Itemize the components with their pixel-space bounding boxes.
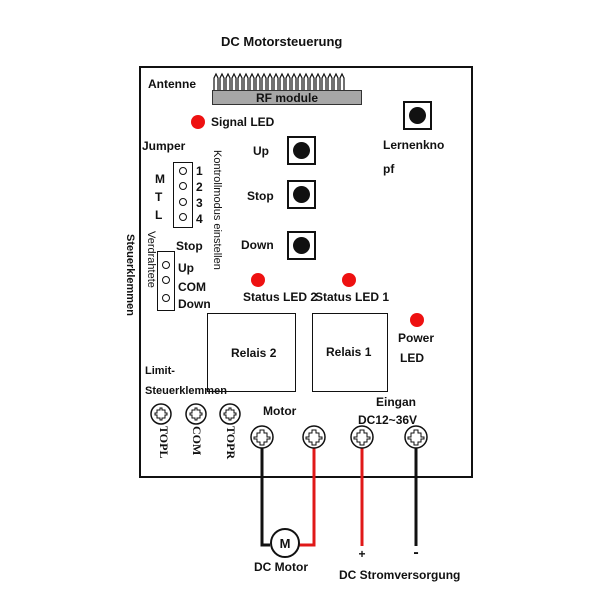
limit-terminal-com-label: COM	[190, 426, 204, 456]
rf-module: RF module	[212, 90, 362, 105]
motor-terminal-label: Motor	[263, 404, 297, 418]
jumper-letter-m: M	[155, 172, 165, 186]
jumper-label: Jumper	[142, 139, 186, 153]
power-terminal-minus-screw[interactable]	[404, 425, 428, 449]
wired-terminal-pin-up[interactable]	[162, 261, 170, 269]
wired-terminal-up-label: Up	[178, 261, 194, 275]
jumper-letter-t: T	[155, 190, 163, 204]
limit-terminal-topr-label: TOPR	[224, 426, 238, 460]
dc-motor-label: DC Motor	[254, 560, 308, 574]
input-label-line1: Eingan	[376, 395, 417, 409]
status-led-1-label: Status LED 1	[315, 290, 390, 304]
input-label-line2: DC12~36V	[358, 413, 418, 427]
jumper-header	[173, 162, 193, 228]
motor-wire-red	[299, 446, 316, 547]
limit-label-line1: Limit-	[145, 365, 175, 377]
power-led-label-line2: LED	[400, 351, 424, 365]
down-button-label: Down	[241, 238, 274, 252]
relay-2-label: Relais 2	[231, 346, 277, 360]
power-led-label-line1: Power	[398, 331, 435, 345]
jumper-pin-3[interactable]	[179, 198, 187, 206]
wired-terminal-stop-label: Stop	[176, 239, 203, 253]
control-mode-label: Kontrollmodus einstellen	[211, 150, 223, 270]
signal-led	[191, 115, 205, 129]
relay-2	[207, 313, 296, 392]
status-led-1	[342, 273, 356, 287]
jumper-letter-l: L	[155, 208, 163, 222]
limit-label-line2: Steuerklemmen	[145, 385, 227, 397]
motor-terminal-1-screw[interactable]	[250, 425, 274, 449]
limit-terminal-topl-screw[interactable]	[150, 403, 172, 425]
up-button[interactable]	[287, 136, 316, 165]
wired-terminal-header	[157, 251, 175, 311]
limit-screw-terminals	[150, 403, 241, 425]
learn-button-label-line2: pf	[383, 162, 395, 176]
wired-terminal-com-label: COM	[178, 280, 206, 294]
wired-terminal-down-label: Down	[178, 297, 211, 311]
jumper-pin-1[interactable]	[179, 167, 187, 175]
antenna-label: Antenne	[148, 77, 196, 91]
signal-led-label: Signal LED	[211, 115, 275, 129]
diagram-title: DC Motorsteuerung	[221, 34, 343, 49]
dc-motor-symbol	[270, 528, 300, 558]
up-button-label: Up	[253, 144, 269, 158]
status-led-2-label: Status LED 2	[243, 290, 318, 304]
jumper-number-3: 3	[196, 196, 203, 210]
jumper-number-1: 1	[196, 164, 203, 178]
jumper-number-4: 4	[196, 212, 203, 226]
minus-sign: -	[413, 544, 418, 561]
plus-sign: +	[358, 547, 365, 561]
dc-supply-label: DC Stromversorgung	[339, 568, 461, 582]
limit-terminal-topr-screw[interactable]	[219, 403, 241, 425]
jumper-number-2: 2	[196, 180, 203, 194]
circuit-board	[139, 66, 473, 478]
control-terminals-label: Steuerklemmen	[124, 234, 136, 316]
status-led-2	[251, 273, 265, 287]
wired-terminal-pin-com[interactable]	[162, 276, 170, 284]
learn-button[interactable]	[403, 101, 432, 130]
jumper-pin-4[interactable]	[179, 213, 187, 221]
stop-button-label: Stop	[247, 189, 274, 203]
learn-button-label-line1: Lernenkno	[383, 138, 445, 152]
motor-terminal-2-screw[interactable]	[302, 425, 326, 449]
wired-terminal-pin-down[interactable]	[162, 294, 170, 302]
wired-label: Verdrahtete	[145, 231, 157, 288]
limit-terminal-com-screw[interactable]	[185, 403, 207, 425]
down-button[interactable]	[287, 231, 316, 260]
limit-terminal-topl-label: TOPL	[157, 426, 171, 459]
motor-symbol-letter: M	[280, 536, 291, 551]
motor-wire-black	[260, 446, 270, 547]
relay-1	[312, 313, 388, 392]
power-terminal-plus-screw[interactable]	[350, 425, 374, 449]
jumper-pin-2[interactable]	[179, 182, 187, 190]
relay-1-label: Relais 1	[326, 345, 372, 359]
power-led	[410, 313, 424, 327]
stop-button[interactable]	[287, 180, 316, 209]
